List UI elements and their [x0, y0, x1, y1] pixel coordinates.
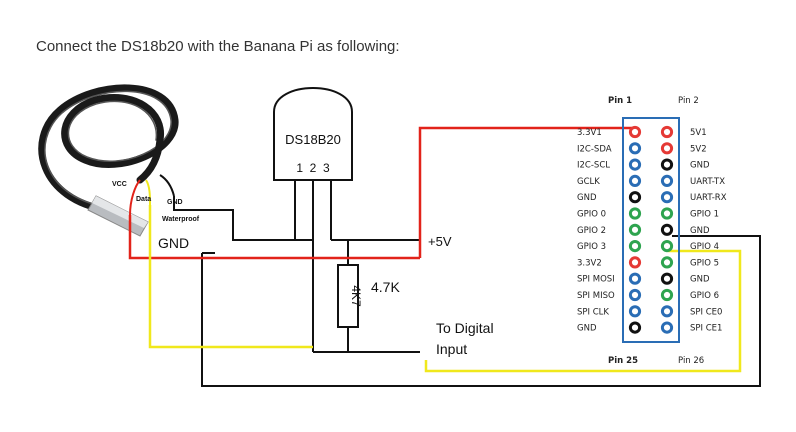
- left-pin-label-9: 3.3V2: [577, 258, 602, 268]
- left-pin-12: [628, 305, 642, 318]
- left-pin-7: [628, 223, 642, 236]
- right-pin-label-1: 5V1: [690, 128, 707, 138]
- left-pin-label-5: GND: [577, 193, 597, 203]
- probe-data-label: Data: [136, 196, 151, 203]
- probe-gnd-large-label: GND: [158, 235, 189, 251]
- left-pin-8: [628, 240, 642, 253]
- right-pin-label-9: GPIO 5: [690, 258, 719, 268]
- right-pin-label-5: UART-RX: [690, 193, 727, 203]
- left-pin-label-6: GPIO 0: [577, 210, 606, 220]
- header-pin25-label: Pin 25: [608, 356, 638, 366]
- left-pin-label-10: SPI MOSI: [577, 275, 615, 285]
- right-pin-label-7: GND: [690, 226, 710, 236]
- vcc-wire: [128, 126, 634, 260]
- right-pin-9: [660, 256, 674, 269]
- resistor-body-label: 4K7: [349, 285, 363, 307]
- right-pin-label-13: SPI CE1: [690, 324, 722, 334]
- plus5v-label: +5V: [428, 234, 452, 249]
- probe-leads: [129, 174, 175, 216]
- data-wire: [148, 205, 742, 373]
- instruction-text: Connect the DS18b20 with the Banana Pi a…: [36, 38, 400, 55]
- digital-input-label-line1: To Digital: [436, 320, 494, 336]
- left-pin-label-1: 3.3V1: [577, 128, 602, 138]
- sensor-pin-numbers: 1 2 3: [296, 161, 330, 175]
- probe-data-lead: [145, 179, 151, 206]
- right-pin-label-2: 5V2: [690, 144, 707, 154]
- ds18b20-sensor: DS18B20 1 2 3: [273, 87, 353, 240]
- probe-gnd-lead: [159, 174, 175, 197]
- right-pin-7: [660, 223, 674, 236]
- right-pin-6: [660, 207, 674, 220]
- left-pin-11: [628, 288, 642, 302]
- gnd-wires: [173, 196, 761, 387]
- right-pin-1: [660, 125, 674, 139]
- probe-vcc-label: VCC: [112, 181, 127, 188]
- right-pin-5: [660, 191, 674, 204]
- left-pin-5: [628, 191, 642, 204]
- right-pin-4: [660, 174, 674, 187]
- header-outline: [622, 117, 680, 343]
- right-pin-13: [660, 321, 674, 334]
- left-pin-13: [628, 321, 642, 334]
- probe-waterproof-label: Waterproof: [162, 216, 200, 223]
- left-pin-label-4: GCLK: [577, 177, 600, 187]
- right-pin-3: [660, 158, 674, 171]
- resistor-value-label: 4.7K: [371, 279, 400, 295]
- left-pin-6: [628, 207, 642, 220]
- sensor-name: DS18B20: [285, 132, 341, 147]
- right-pin-2: [660, 142, 674, 155]
- right-pin-11: [660, 288, 674, 302]
- left-pin-1: [628, 125, 642, 139]
- left-pin-9: [628, 256, 642, 269]
- left-pin-2: [628, 142, 642, 155]
- right-pin-label-12: SPI CE0: [690, 307, 722, 317]
- right-pin-10: [660, 272, 674, 285]
- right-pin-label-4: UART-TX: [690, 177, 725, 187]
- left-pin-label-7: GPIO 2: [577, 226, 606, 236]
- right-pin-label-3: GND: [690, 161, 710, 171]
- left-pin-label-13: GND: [577, 324, 597, 334]
- left-pin-label-3: I2C-SCL: [577, 161, 610, 171]
- right-pin-label-11: GPIO 6: [690, 291, 719, 301]
- probe-vcc-lead: [129, 179, 141, 216]
- right-pin-label-6: GPIO 1: [690, 210, 719, 220]
- left-pin-10: [628, 272, 642, 285]
- header-pin2-label: Pin 2: [678, 96, 699, 106]
- left-pin-label-8: GPIO 3: [577, 242, 606, 252]
- header-pin1-label: Pin 1: [608, 96, 632, 106]
- digital-input-label-line2: Input: [436, 341, 467, 357]
- probe-cable: [38, 84, 179, 214]
- right-pin-12: [660, 305, 674, 318]
- resistor: 4K7: [337, 264, 363, 328]
- header-pin26-label: Pin 26: [678, 356, 704, 366]
- right-pin-label-8: GPIO 4: [690, 242, 719, 252]
- left-pin-label-12: SPI CLK: [577, 307, 609, 317]
- left-pin-4: [628, 174, 642, 187]
- left-pin-label-2: I2C-SDA: [577, 144, 612, 154]
- right-pin-label-10: GND: [690, 275, 710, 285]
- left-pin-label-11: SPI MISO: [577, 291, 615, 301]
- left-pin-3: [628, 158, 642, 171]
- right-pin-8: [660, 240, 674, 253]
